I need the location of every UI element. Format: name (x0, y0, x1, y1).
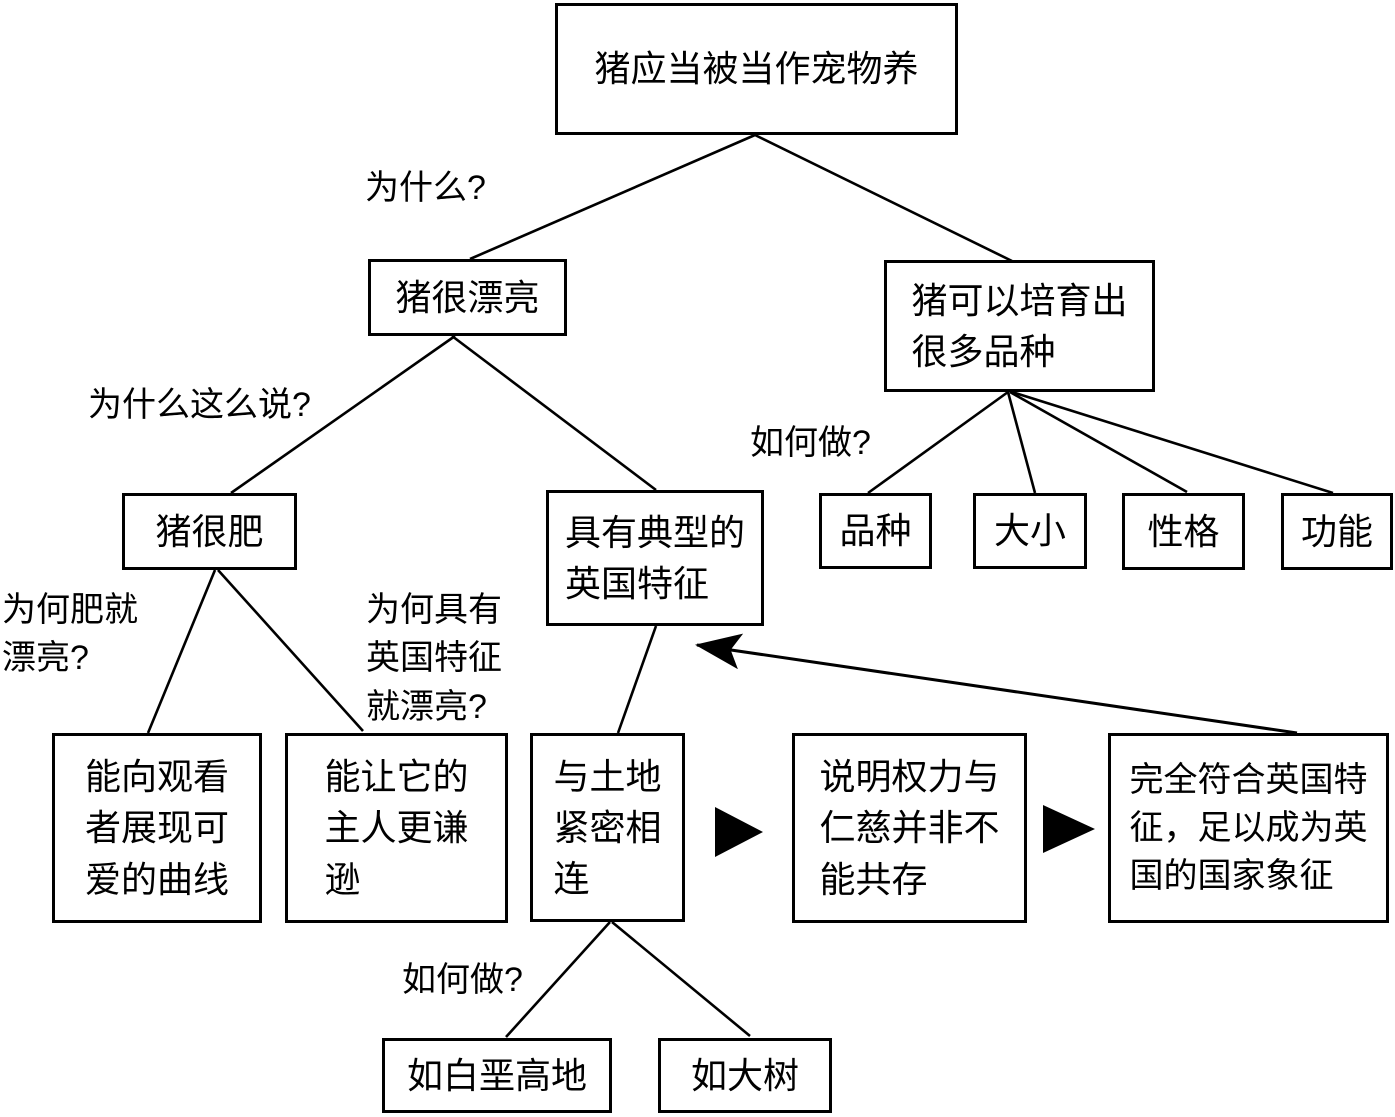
node-symbol: 完全符合英国特 征，足以成为英 国的国家象征 (1108, 733, 1389, 923)
connector-land-chalk (505, 921, 611, 1038)
node-tree: 如大树 (658, 1038, 832, 1113)
connector-breeds-variety (867, 390, 1009, 495)
connector-fat-humble (217, 569, 364, 732)
connector-breeds-size (1006, 391, 1037, 494)
node-root: 猪应当被当作宠物养 (555, 3, 958, 135)
connector-beautiful-english (451, 334, 657, 492)
node-land: 与土地 紧密相 连 (530, 733, 685, 922)
feedback-arrow (695, 633, 1298, 735)
node-beautiful: 猪很漂亮 (368, 259, 567, 336)
node-function: 功能 (1281, 493, 1393, 570)
connector-root-breeds (754, 133, 1013, 263)
connector-english-land (616, 625, 658, 734)
label-how-land: 如何做? (402, 961, 523, 999)
node-chalk: 如白垩高地 (382, 1038, 612, 1113)
connector-root-beautiful (469, 133, 756, 261)
node-breeds: 猪可以培育出 很多品种 (884, 260, 1155, 392)
connector-breeds-function (1011, 390, 1334, 495)
triangle-arrow-icon (715, 807, 763, 857)
connector-breeds-character (1009, 390, 1188, 494)
node-power: 说明权力与 仁慈并非不 能共存 (792, 733, 1027, 923)
node-variety: 品种 (819, 493, 932, 569)
node-curves: 能向观看 者展现可 爱的曲线 (52, 733, 262, 923)
node-fat: 猪很肥 (122, 493, 297, 570)
label-why-say: 为什么这么说? (88, 386, 311, 424)
node-humble: 能让它的 主人更谦 逊 (285, 733, 508, 923)
connector-beautiful-fat (230, 334, 456, 495)
label-why-fat: 为何肥就 漂亮? (2, 591, 138, 678)
node-english: 具有典型的 英国特征 (546, 490, 764, 626)
label-why-english: 为何具有 英国特征 就漂亮? (366, 591, 502, 726)
node-size: 大小 (973, 493, 1087, 569)
node-character: 性格 (1122, 493, 1245, 570)
label-why: 为什么? (365, 169, 486, 207)
connector-fat-curves (146, 569, 217, 734)
connector-land-tree (611, 920, 751, 1038)
triangle-arrow-icon (1043, 805, 1095, 853)
label-how-breed: 如何做? (750, 424, 871, 462)
